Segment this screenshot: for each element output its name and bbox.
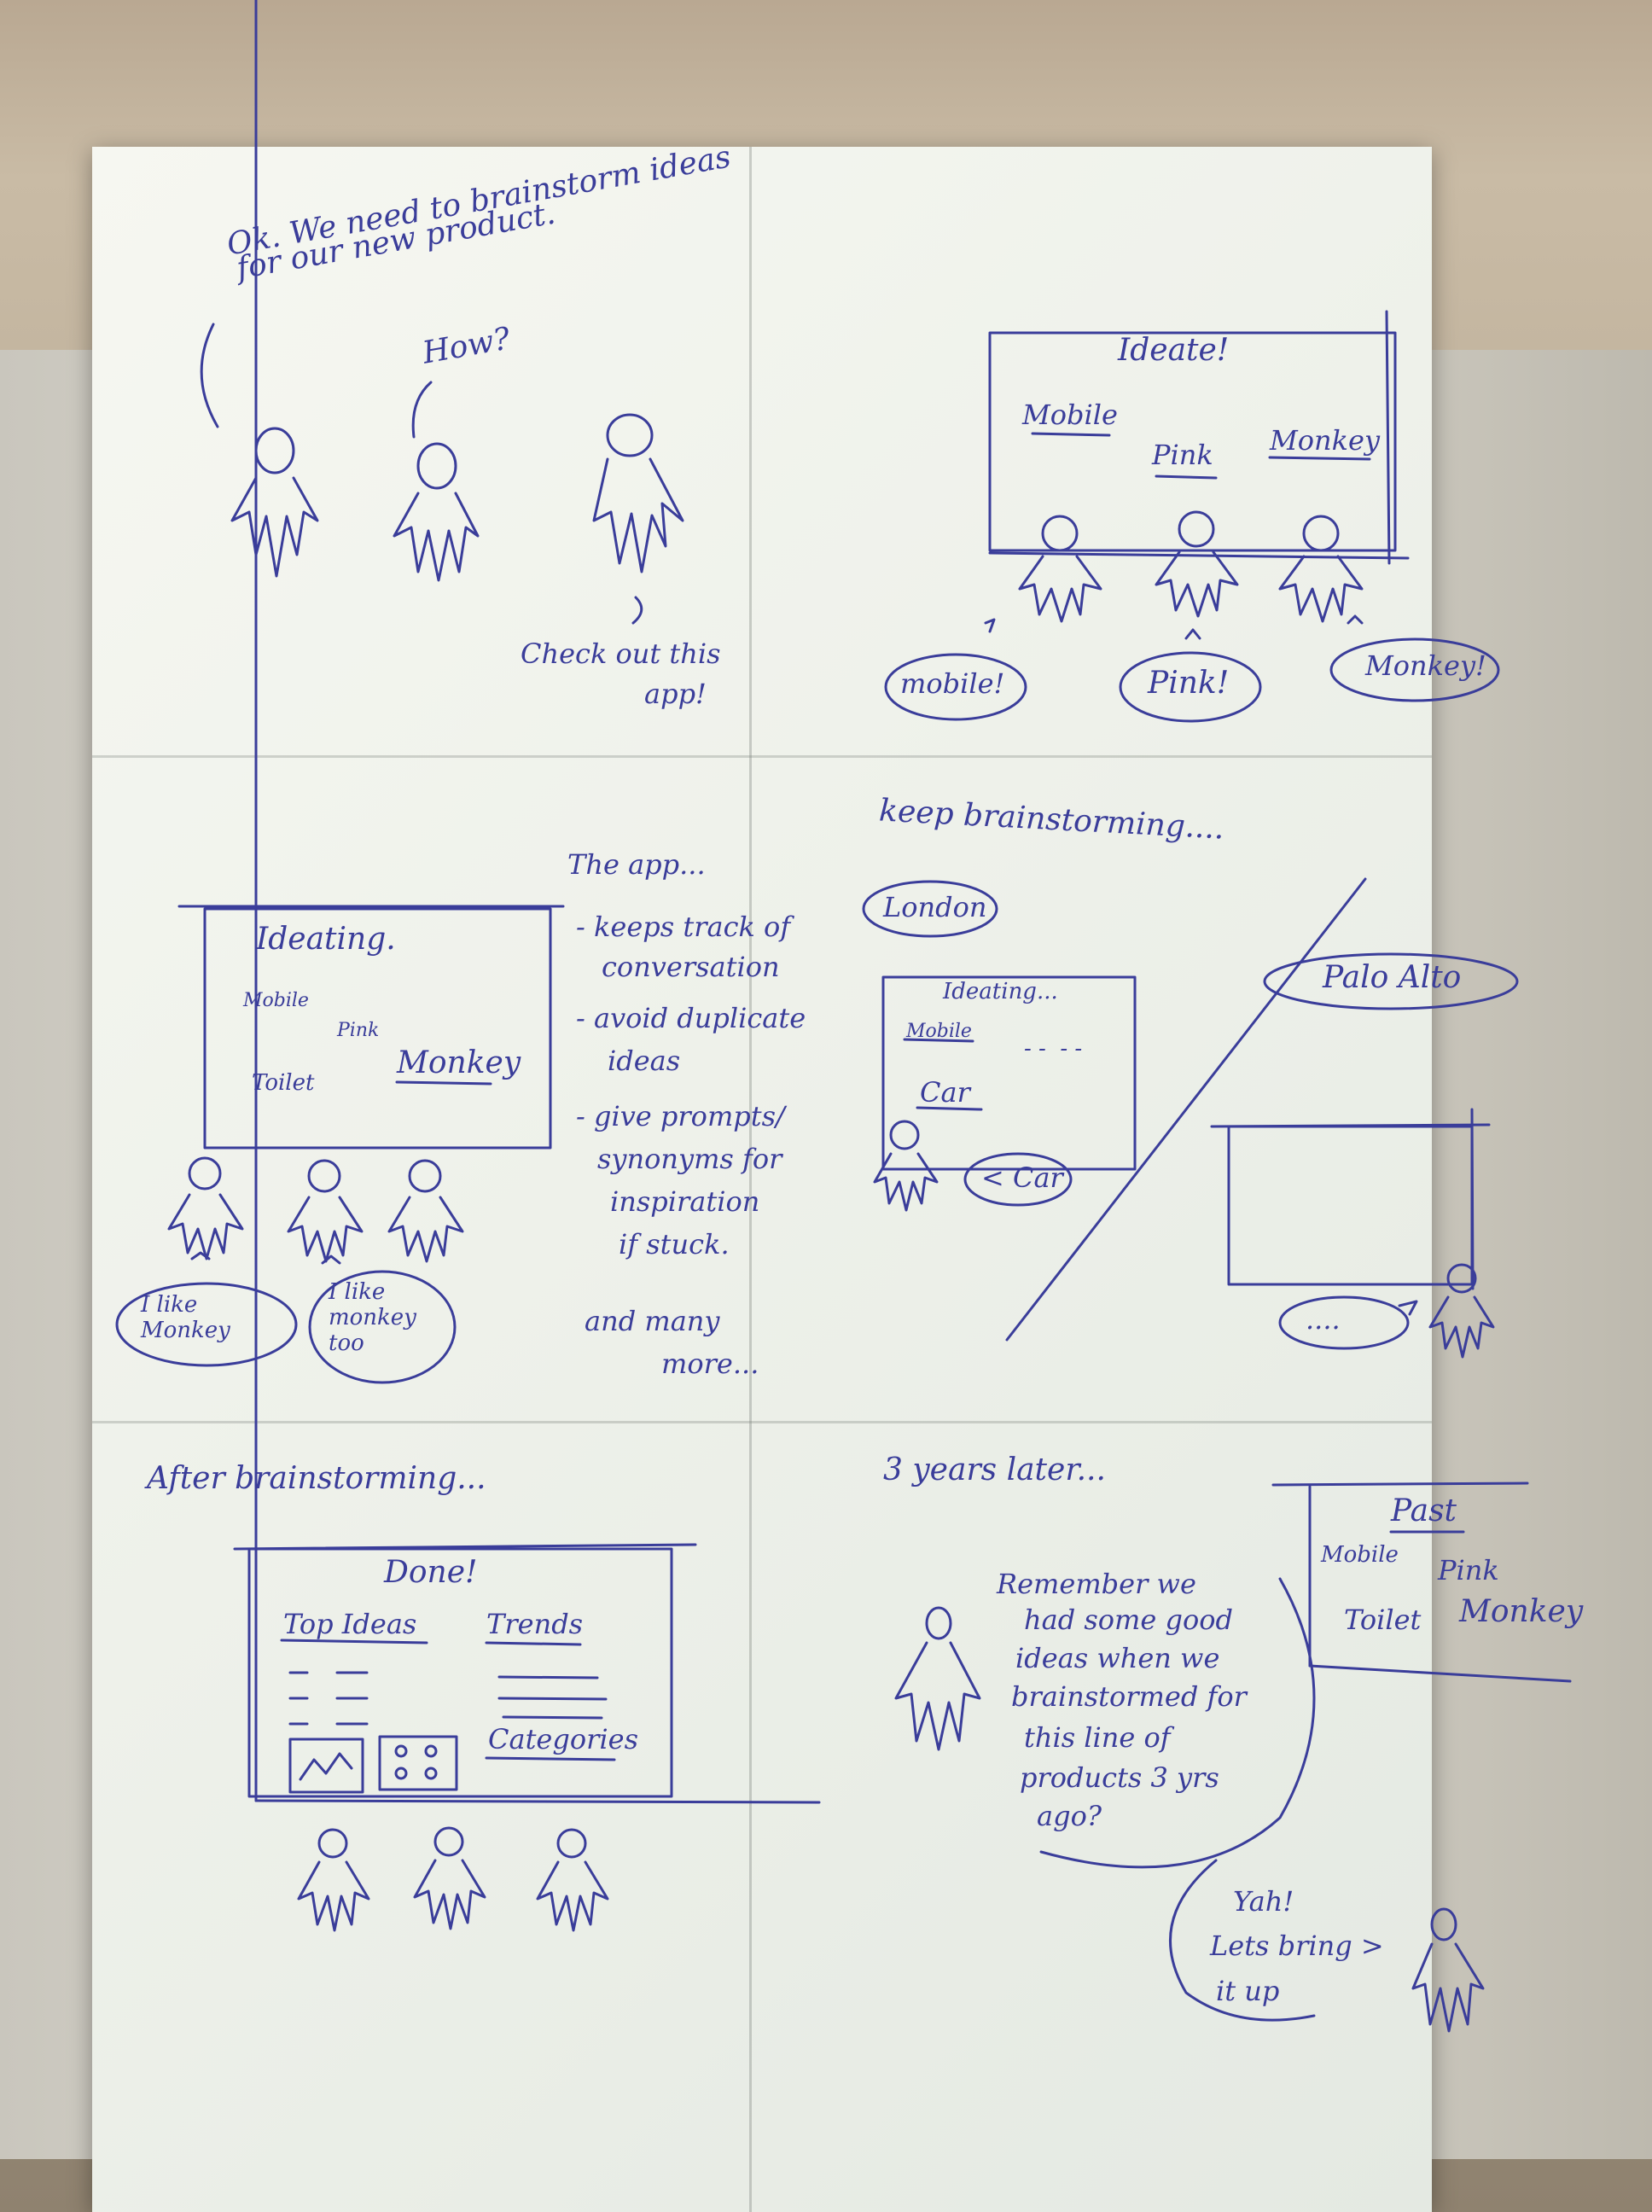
palo-alto-screen-frame <box>1227 1125 1474 1286</box>
speech-line-1 <box>200 323 219 428</box>
ideating-word-pink: Pink <box>337 1020 380 1041</box>
bubble-car <box>963 1152 1073 1207</box>
stick-figure-1 <box>230 427 319 578</box>
speech-line-3 <box>631 596 643 625</box>
ideating-word-monkey: Monkey <box>397 1045 521 1080</box>
london-screen-dots: - - - - <box>1024 1036 1083 1062</box>
ideate-title: Ideate! <box>1118 333 1230 368</box>
notes-item-4: ideas <box>608 1045 681 1077</box>
ideating-word-mobile: Mobile <box>243 990 309 1011</box>
chart-thumbnail <box>288 1738 364 1794</box>
paper-fold-horizontal-1 <box>92 755 1432 758</box>
bubble-dots <box>1278 1295 1410 1350</box>
ideate-word-mobile: Mobile <box>1022 399 1118 431</box>
speech-outline-remember <box>1039 1577 1316 1869</box>
remember-text-7: ago? <box>1037 1800 1102 1832</box>
stick-figure-9 <box>387 1159 464 1263</box>
bubble-palo-alto <box>1263 952 1519 1010</box>
grid-thumbnail <box>378 1735 458 1791</box>
remember-text-1: Remember we <box>997 1568 1196 1600</box>
stick-figure-14 <box>536 1828 609 1932</box>
bubble-text-car: < Car <box>981 1161 1063 1194</box>
reply-text-1: Yah! <box>1233 1885 1294 1918</box>
ideate-word-pink: Pink <box>1152 439 1213 471</box>
notes-item-1: - keeps track of <box>576 911 791 943</box>
notes-item-3: - avoid duplicate <box>576 1002 806 1034</box>
speech-text-check-out-2: app! <box>644 678 707 710</box>
done-screen-frame <box>247 1547 673 1798</box>
ideating-word-toilet: Toilet <box>252 1070 315 1096</box>
notes-item-2: conversation <box>602 951 780 983</box>
speech-line-2 <box>411 381 433 439</box>
ideate-screen-frame <box>988 331 1397 552</box>
past-word-pink: Pink <box>1438 1554 1499 1586</box>
past-word-monkey: Monkey <box>1459 1594 1584 1629</box>
past-word-mobile: Mobile <box>1321 1542 1399 1568</box>
stick-figure-15 <box>894 1606 981 1751</box>
bubble-text-dots: .... <box>1306 1303 1341 1336</box>
bubble-text-mobile: mobile! <box>900 667 1005 700</box>
palo-alto-label: Palo Alto <box>1323 960 1462 995</box>
reply-text-3: it up <box>1216 1975 1280 2007</box>
bubble-text-i-like-monkey: I like Monkey <box>141 1292 230 1343</box>
stick-figure-16 <box>1411 1907 1485 2033</box>
notes-item-7: inspiration <box>610 1185 760 1218</box>
past-word-toilet: Toilet <box>1344 1604 1422 1636</box>
ideating-screen-frame <box>203 907 552 1150</box>
london-label: London <box>883 891 987 923</box>
stick-figure-3 <box>592 413 684 573</box>
remember-text-5: this line of <box>1024 1721 1171 1754</box>
bubble-text-monkey: Monkey! <box>1365 649 1486 682</box>
stick-figure-4 <box>1018 515 1102 623</box>
notes-item-10: more... <box>661 1348 759 1380</box>
london-word-car: Car <box>920 1076 970 1109</box>
london-screen-frame <box>881 975 1137 1171</box>
paper-fold-vertical <box>749 147 752 2212</box>
bubble-london <box>862 880 998 938</box>
speech-text-check-out-1: Check out this <box>521 637 721 670</box>
stick-figure-12 <box>297 1828 370 1932</box>
reply-text-2: Lets bring > <box>1210 1930 1384 1962</box>
three-years-later-heading: 3 years later... <box>883 1452 1106 1487</box>
past-title: Past <box>1391 1493 1457 1528</box>
bubble-i-like-monkey <box>115 1282 298 1367</box>
london-word-mobile: Mobile <box>906 1021 972 1042</box>
done-title: Done! <box>384 1555 478 1590</box>
notes-item-6: synonyms for <box>597 1143 782 1175</box>
bubble-mobile <box>884 653 1027 721</box>
stick-figure-5 <box>1155 510 1239 618</box>
bubble-monkey <box>1329 637 1500 702</box>
stick-figure-6 <box>1278 515 1364 623</box>
stick-figure-2 <box>393 442 480 582</box>
remember-text-2: had some good <box>1024 1604 1233 1636</box>
notes-heading: The app... <box>567 848 706 881</box>
remember-text-6: products 3 yrs <box>1020 1761 1219 1794</box>
bubble-i-like-monkey-too <box>308 1270 457 1384</box>
stick-figure-11 <box>1428 1263 1495 1359</box>
stick-figure-7 <box>167 1156 244 1260</box>
stick-figure-10 <box>873 1120 939 1212</box>
after-brainstorming-heading: After brainstorming... <box>147 1461 486 1496</box>
stick-figure-13 <box>413 1826 486 1930</box>
ideate-word-monkey: Monkey <box>1270 424 1381 457</box>
paper-fold-horizontal-2 <box>92 1421 1432 1423</box>
bubble-text-i-like-monkey-too: I like monkey too <box>329 1279 416 1356</box>
stick-figure-8 <box>287 1159 364 1263</box>
london-screen-title: Ideating... <box>943 979 1058 1004</box>
notes-item-9: and many <box>585 1305 720 1337</box>
speech-outline-reply <box>1169 1859 1316 2022</box>
remember-text-4: brainstormed for <box>1011 1680 1247 1713</box>
bubble-text-pink: Pink! <box>1148 666 1230 701</box>
top-ideas-label: Top Ideas <box>283 1608 417 1640</box>
categories-label: Categories <box>488 1723 638 1755</box>
remember-text-3: ideas when we <box>1015 1642 1220 1674</box>
notes-item-8: if stuck. <box>619 1228 730 1260</box>
notes-item-5: - give prompts/ <box>576 1100 785 1132</box>
bubble-pink <box>1119 651 1262 723</box>
ideating-title: Ideating. <box>256 922 396 957</box>
trends-label: Trends <box>486 1608 584 1640</box>
divider-line <box>1005 877 1367 1342</box>
